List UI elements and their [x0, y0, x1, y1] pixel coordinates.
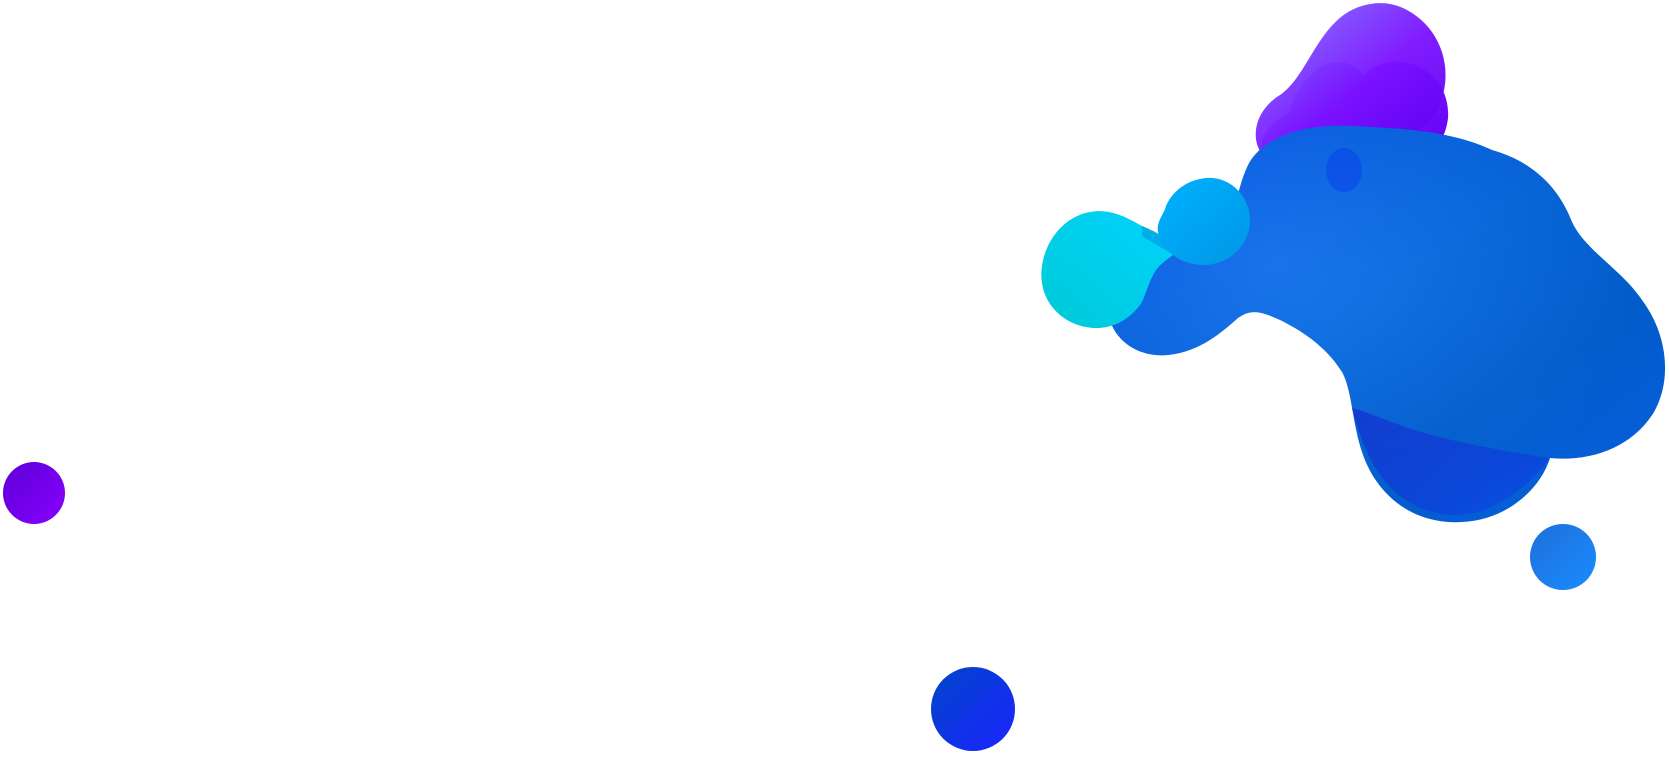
- royal-blue-sphere: [931, 667, 1015, 751]
- sky-droplet: [1157, 177, 1250, 266]
- violet-sphere: [3, 462, 65, 524]
- azure-sphere: [1530, 524, 1596, 590]
